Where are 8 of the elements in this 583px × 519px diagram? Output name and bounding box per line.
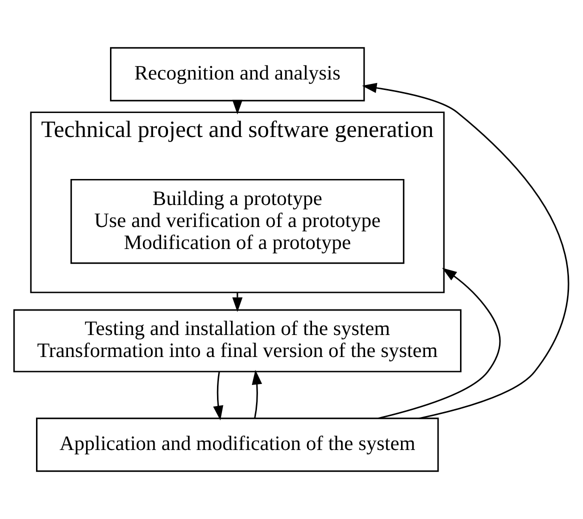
node-box: Application and modification of the system (36, 418, 439, 472)
arrow (378, 268, 501, 420)
node-box: Building a prototype Use and verification of a prototype Modification of a prototype (70, 178, 404, 264)
arrow (362, 82, 569, 420)
node-box: Testing and installation of the system Transformation into a final version of the system (13, 309, 462, 372)
arrow (232, 292, 243, 312)
arrow (213, 372, 224, 420)
arrow (252, 370, 262, 418)
